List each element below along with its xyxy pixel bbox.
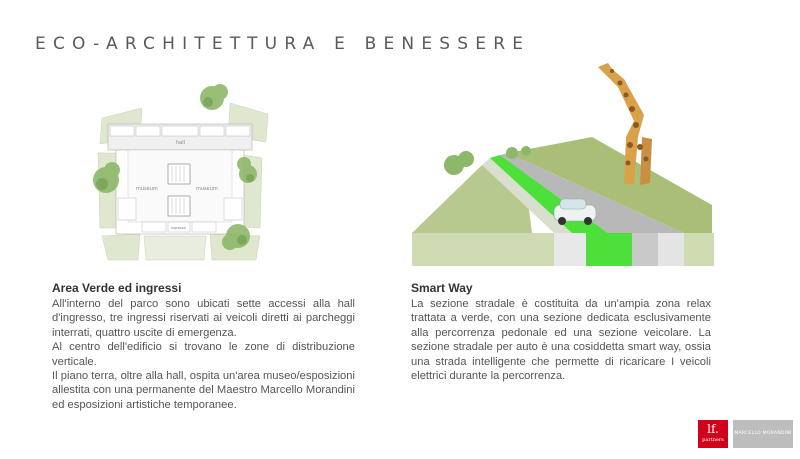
plan-label-museum-right: museum — [196, 186, 218, 192]
area-verde-paragraph: Al centro dell'edificio si trovano le zo… — [52, 341, 355, 368]
giraffe-icon — [598, 63, 652, 185]
marcello-morandini-logo: MARCELLO MORANDINI — [733, 420, 793, 448]
plan-label-hall: hall — [176, 140, 185, 146]
lf-partners-logo: lf. partners — [698, 420, 728, 448]
smart-way-title: Smart Way — [411, 281, 473, 295]
lf-logo-main: lf. — [707, 422, 719, 436]
area-verde-title: Area Verde ed ingressi — [52, 281, 182, 295]
page-title: ECO-ARCHITETTURA E BENESSERE — [35, 34, 531, 54]
smart-way-section-illustration — [412, 63, 714, 266]
plan-label-ingresso: ingresso — [171, 226, 186, 230]
area-verde-body: All'interno del parco sono ubicati sette… — [52, 297, 355, 412]
electric-car-icon — [553, 198, 597, 225]
area-verde-paragraph: All'interno del parco sono ubicati sette… — [52, 298, 355, 339]
area-verde-paragraph: Il piano terra, oltre alla hall, ospita … — [52, 370, 355, 411]
site-plan-illustration: hall museum museum ingresso — [93, 84, 269, 261]
smart-way-paragraph: La sezione stradale è costituita da un'a… — [411, 298, 711, 383]
smart-way-body: La sezione stradale è costituita da un'a… — [411, 297, 711, 383]
lf-logo-sub: partners — [702, 437, 724, 443]
plan-label-museum-left: museum — [136, 186, 158, 192]
